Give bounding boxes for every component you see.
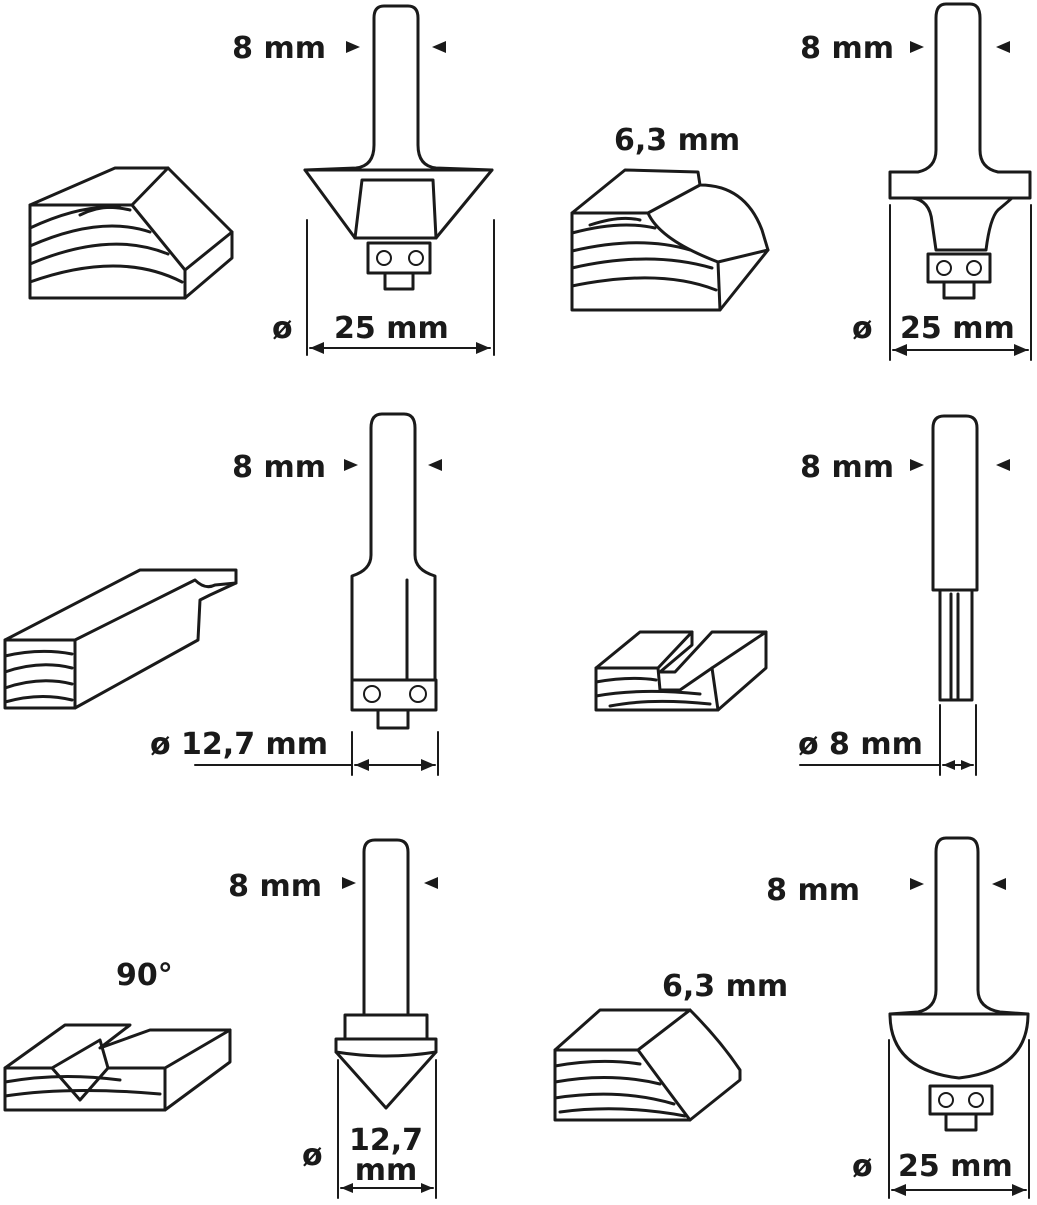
chamfer-dia-label: 25 mm	[334, 311, 449, 346]
v-groove-dia-line2: mm	[355, 1153, 418, 1188]
roundover-radius-label: 6,3 mm	[614, 123, 740, 158]
v-groove-wood-block	[3, 1023, 232, 1112]
chamfer-bit-group: 8 mm ø 25 mm	[28, 4, 495, 356]
v-groove-bit	[334, 838, 438, 1110]
straight-bit	[931, 414, 979, 702]
roundover-wood-block	[570, 168, 770, 312]
chamfer-shank-label: 8 mm	[232, 31, 326, 66]
flush-trim-bit-group: 8 mm ø 12,7 mm	[3, 412, 442, 776]
cove-radius-label: 6,3 mm	[662, 969, 788, 1004]
cove-dimension-lines	[888, 878, 1030, 1199]
flush-trim-shank-label: 8 mm	[232, 450, 326, 485]
straight-dimension-lines	[799, 459, 1010, 776]
cove-wood-block	[553, 1008, 742, 1122]
v-groove-shank-label: 8 mm	[228, 869, 322, 904]
v-groove-angle-label: 90°	[116, 958, 173, 993]
cove-shank-label: 8 mm	[766, 873, 860, 908]
chamfer-wood-block	[28, 166, 234, 300]
cove-bit-group: 8 mm 6,3 mm ø 25 mm	[553, 836, 1030, 1199]
roundover-bit-group: 8 mm 6,3 mm ø 25 mm	[570, 2, 1032, 361]
roundover-dimension-lines	[889, 41, 1032, 361]
flush-trim-dimension-lines	[194, 459, 442, 776]
v-groove-bit-group: 8 mm 90° ø 12,7 mm	[3, 838, 438, 1199]
roundover-shank-label: 8 mm	[800, 31, 894, 66]
chamfer-bit	[303, 4, 494, 291]
chamfer-dimension-lines	[306, 41, 495, 356]
cove-bit	[888, 836, 1030, 1132]
shank-arrow-left	[346, 41, 360, 53]
roundover-dia-symbol: ø	[852, 311, 873, 346]
shank-arrow-right	[432, 41, 446, 53]
v-groove-dimension-lines	[337, 877, 438, 1199]
flush-trim-bit	[350, 412, 438, 730]
cove-dia-symbol: ø	[852, 1149, 873, 1184]
straight-dia-label: ø 8 mm	[798, 727, 923, 762]
v-groove-dia-symbol: ø	[302, 1138, 323, 1173]
roundover-dia-label: 25 mm	[900, 311, 1015, 346]
v-groove-dia-line1: 12,7	[349, 1123, 423, 1158]
chamfer-dia-symbol: ø	[272, 311, 293, 346]
roundover-bit	[888, 2, 1032, 300]
straight-bit-group: 8 mm ø 8 mm	[594, 414, 1010, 776]
flush-trim-wood-block	[3, 568, 238, 710]
straight-wood-block	[594, 630, 768, 712]
straight-shank-label: 8 mm	[800, 450, 894, 485]
cove-dia-label: 25 mm	[898, 1149, 1013, 1184]
flush-trim-dia-label: ø 12,7 mm	[150, 727, 328, 762]
